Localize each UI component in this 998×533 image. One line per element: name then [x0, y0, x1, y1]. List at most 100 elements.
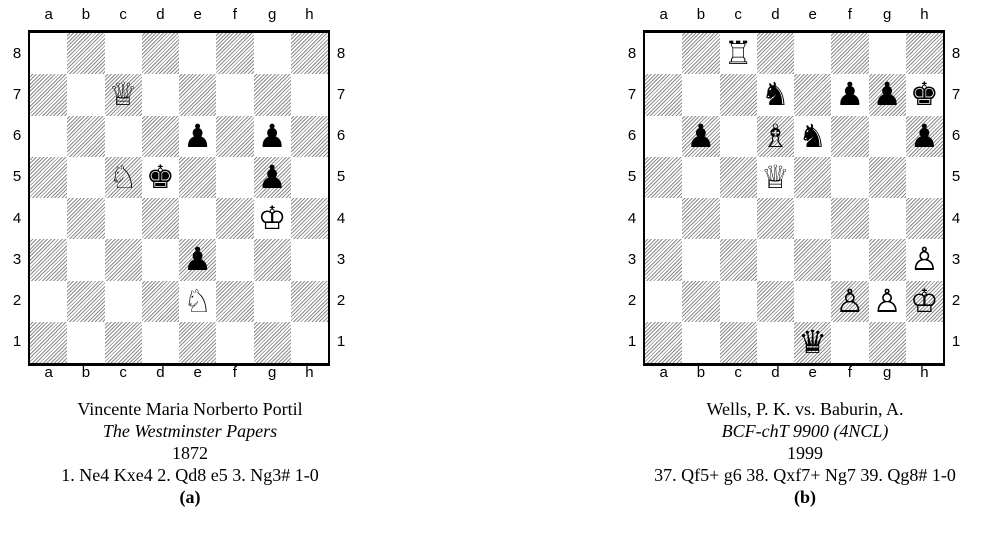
square-h7: [291, 74, 328, 115]
square-a1: [30, 321, 68, 363]
square-a8: [645, 33, 682, 74]
square-f1: [216, 322, 253, 363]
square-f1: [831, 322, 868, 363]
caption-source: The Westminster Papers: [102, 421, 278, 441]
square-f6: [831, 115, 869, 157]
square-c1: [104, 321, 142, 363]
square-d6: [141, 115, 179, 157]
square-g8: [254, 33, 291, 74]
square-e2: [794, 281, 831, 322]
caption-year: 1872: [172, 443, 208, 463]
rank-label-8: 8: [12, 44, 22, 62]
square-c1: [719, 321, 757, 363]
square-c7: [719, 74, 757, 116]
square-a4: [645, 198, 682, 239]
square-b1: [67, 322, 104, 363]
rank-label-4: 4: [951, 209, 961, 227]
file-label-h: h: [920, 364, 929, 381]
caption-a: Vincente Maria Norberto Portil The Westm…: [0, 398, 380, 508]
square-f6: [216, 115, 254, 157]
square-h2: [290, 280, 328, 322]
square-b3: [67, 239, 104, 280]
square-e1: [794, 321, 832, 363]
square-h6: [290, 115, 328, 157]
square-e5: [179, 156, 217, 198]
square-e3: [179, 239, 217, 281]
square-a8: [30, 33, 67, 74]
rank-label-2: 2: [12, 292, 22, 310]
rank-label-5: 5: [336, 168, 346, 186]
white-king-icon: ♔: [910, 281, 939, 320]
file-label-e: e: [193, 6, 202, 23]
square-g1: [253, 321, 291, 363]
rank-label-2: 2: [951, 292, 961, 310]
square-c5: [104, 156, 142, 198]
rank-label-4: 4: [12, 209, 22, 227]
square-h1: [291, 322, 328, 363]
square-d2: [756, 280, 794, 322]
square-f5: [831, 157, 868, 198]
file-label-d: d: [771, 364, 780, 381]
square-b2: [67, 280, 105, 322]
square-d1: [142, 322, 179, 363]
square-b1: [682, 322, 719, 363]
square-b7: [67, 74, 104, 115]
square-f5: [216, 157, 253, 198]
rank-label-6: 6: [951, 127, 961, 145]
square-a3: [30, 239, 68, 281]
file-label-b: b: [696, 6, 706, 23]
square-f7: [216, 74, 253, 115]
rank-label-5: 5: [627, 168, 637, 186]
file-label-f: f: [232, 6, 237, 23]
square-f8: [216, 33, 254, 75]
square-d8: [141, 33, 179, 75]
square-e8: [794, 33, 831, 74]
square-a6: [30, 116, 67, 157]
black-knight-icon: ♞: [798, 116, 827, 155]
file-label-a: a: [659, 6, 668, 23]
square-f2: [216, 280, 254, 322]
square-d4: [756, 198, 794, 240]
black-pawn-icon: ♟: [257, 116, 287, 155]
square-h3: [291, 239, 328, 280]
file-label-h: h: [305, 6, 314, 23]
square-e5: [794, 156, 832, 198]
square-g3: [253, 239, 291, 281]
square-a5: [645, 156, 683, 198]
square-b4: [682, 198, 720, 240]
black-king-icon: ♚: [146, 157, 175, 196]
black-pawn-icon: ♟: [686, 116, 716, 155]
file-label-g: g: [267, 6, 277, 23]
square-c3: [719, 239, 757, 281]
file-label-e: e: [193, 364, 202, 381]
square-e4: [794, 198, 831, 239]
square-g8: [869, 33, 906, 74]
square-g2: [254, 281, 291, 322]
caption-b: Wells, P. K. vs. Baburin, A. BCF-chT 990…: [615, 398, 995, 508]
square-a7: [30, 74, 68, 116]
caption-source: BCF-chT 9900 (4NCL): [721, 421, 889, 441]
square-f3: [831, 239, 868, 280]
square-h8: [290, 33, 328, 75]
square-d3: [757, 239, 794, 280]
square-b6: [682, 115, 720, 157]
square-c2: [105, 281, 142, 322]
square-b7: [682, 74, 719, 115]
black-pawn-icon: ♟: [872, 75, 902, 114]
file-label-b: b: [696, 364, 706, 381]
square-g4: [869, 198, 906, 239]
file-label-c: c: [119, 364, 127, 381]
file-label-a: a: [44, 364, 53, 381]
square-a2: [645, 281, 682, 322]
rank-label-8: 8: [951, 44, 961, 62]
rank-label-5: 5: [951, 168, 961, 186]
chess-board-b: ♖♞♟♟♚♟♗♞♟♕♙♙♙♔♛: [643, 30, 945, 366]
file-label-e: e: [808, 6, 817, 23]
caption-players: Vincente Maria Norberto Portil: [77, 399, 303, 419]
square-f2: [831, 280, 869, 322]
square-d8: [756, 33, 794, 75]
square-d3: [142, 239, 179, 280]
square-h1: [906, 322, 943, 363]
square-b5: [682, 157, 719, 198]
